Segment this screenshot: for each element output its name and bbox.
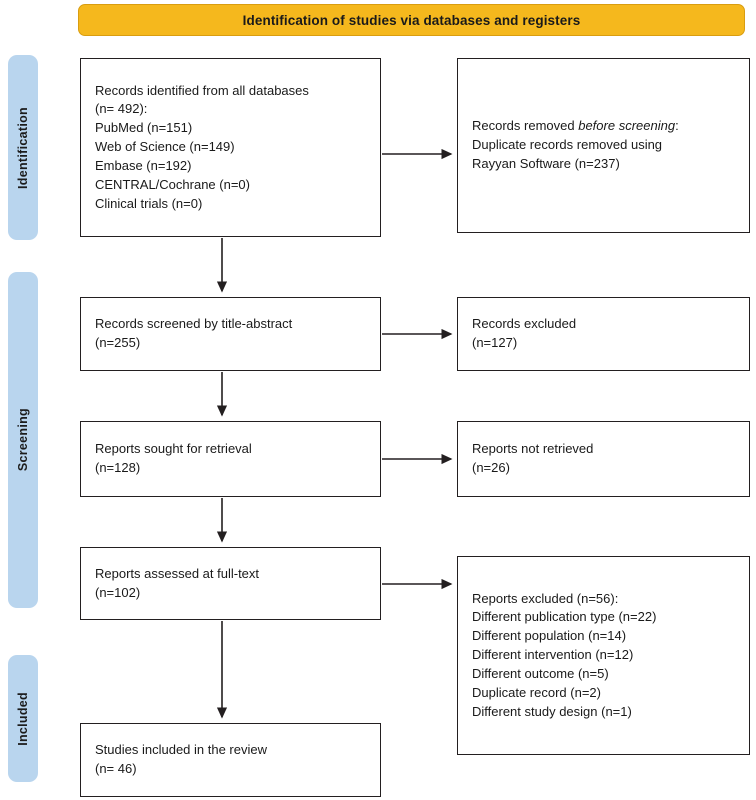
box-reports-not-retrieved-text: Reports not retrieved (n=26) [472, 441, 594, 475]
stage-tab-identification: Identification [8, 55, 38, 240]
box-reports-excluded: Reports excluded (n=56): Different publi… [457, 556, 750, 755]
stage-label-identification: Identification [16, 106, 30, 189]
box-records-excluded-text: Records excluded (n=127) [472, 316, 577, 350]
box-records-screened: Records screened by title-abstract (n=25… [80, 297, 381, 371]
stage-tab-included: Included [8, 655, 38, 782]
stage-label-included: Included [16, 691, 30, 746]
box-records-removed-text: Records removed before screening: Duplic… [472, 117, 735, 174]
box-records-excluded: Records excluded (n=127) [457, 297, 750, 371]
box-reports-assessed-text: Reports assessed at full-text (n=102) [95, 565, 260, 600]
banner-title: Identification of studies via databases … [242, 12, 581, 28]
box-reports-not-retrieved: Reports not retrieved (n=26) [457, 421, 750, 497]
box-reports-sought-text: Reports sought for retrieval (n=128) [95, 441, 252, 475]
box-records-identified: Records identified from all databases (n… [80, 58, 381, 237]
removed-detail: Duplicate records removed using Rayyan S… [472, 137, 663, 171]
box-reports-excluded-text: Reports excluded (n=56): Different publi… [472, 590, 657, 719]
box-records-identified-text: Records identified from all databases (n… [95, 82, 309, 211]
stage-tab-screening: Screening [8, 272, 38, 608]
box-studies-included: Studies included in the review (n= 46) [80, 723, 381, 797]
box-reports-assessed: Reports assessed at full-text (n=102) [80, 547, 381, 620]
box-records-screened-text: Records screened by title-abstract (n=25… [95, 316, 293, 350]
diagram-banner: Identification of studies via databases … [78, 4, 745, 36]
box-records-removed: Records removed before screening: Duplic… [457, 58, 750, 233]
removed-lead: Records removed [472, 118, 579, 134]
removed-emphasis: before screening [578, 118, 676, 134]
box-reports-sought: Reports sought for retrieval (n=128) [80, 421, 381, 497]
removed-lead-tail: : [675, 118, 679, 134]
stage-label-screening: Screening [16, 408, 30, 472]
box-studies-included-text: Studies included in the review (n= 46) [95, 742, 267, 776]
